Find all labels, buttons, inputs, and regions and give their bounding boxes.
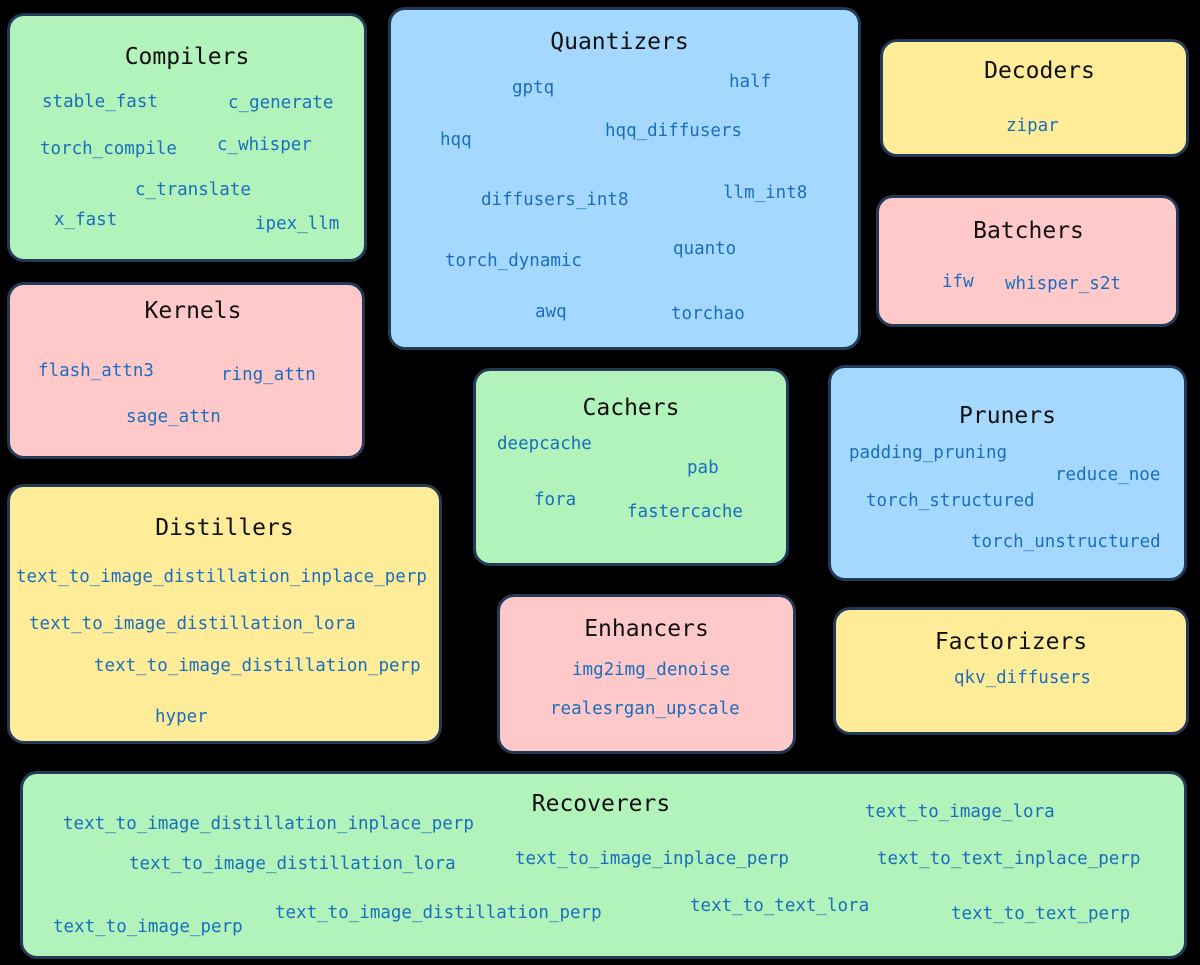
- group-title: Distillers: [155, 515, 294, 541]
- group-item: hqq_diffusers: [605, 121, 742, 141]
- group-item: img2img_denoise: [572, 660, 731, 680]
- group-item: deepcache: [497, 434, 592, 454]
- group-item: realesrgan_upscale: [550, 699, 740, 719]
- group-item: text_to_text_lora: [690, 896, 870, 916]
- group-item: text_to_image_perp: [53, 917, 243, 937]
- group-recoverers: Recoverers text_to_image_distillation_in…: [21, 772, 1186, 958]
- group-pruners: Pruners padding_pruning reduce_noe torch…: [829, 366, 1186, 580]
- group-batchers: Batchers ifw whisper_s2t: [877, 196, 1178, 326]
- group-distillers: Distillers text_to_image_distillation_in…: [8, 485, 441, 743]
- group-item: hyper: [155, 707, 208, 727]
- group-item: c_whisper: [217, 135, 312, 155]
- group-title: Kernels: [144, 298, 242, 324]
- group-item: torch_structured: [866, 491, 1035, 511]
- group-title: Enhancers: [584, 616, 709, 642]
- group-item: diffusers_int8: [481, 190, 629, 210]
- group-enhancers: Enhancers img2img_denoise realesrgan_ups…: [498, 595, 795, 753]
- group-item: text_to_image_lora: [865, 802, 1055, 822]
- group-item: text_to_text_inplace_perp: [877, 849, 1141, 869]
- group-item: x_fast: [54, 210, 118, 230]
- group-item: text_to_image_distillation_inplace_perp: [16, 567, 427, 587]
- group-item: sage_attn: [126, 407, 221, 427]
- group-item: c_generate: [228, 93, 334, 113]
- group-title: Quantizers: [550, 29, 689, 55]
- group-item: torch_unstructured: [971, 532, 1161, 552]
- group-item: awq: [535, 302, 567, 322]
- group-title: Pruners: [959, 403, 1056, 429]
- group-title: Decoders: [984, 58, 1095, 84]
- group-item: half: [729, 72, 772, 92]
- group-item: gptq: [512, 78, 555, 98]
- group-item: stable_fast: [42, 92, 158, 112]
- group-item: torch_dynamic: [445, 251, 582, 271]
- group-title: Recoverers: [531, 791, 671, 817]
- group-kernels: Kernels flash_attn3 ring_attn sage_attn: [8, 283, 364, 458]
- group-factorizers: Factorizers qkv_diffusers: [834, 608, 1188, 734]
- group-item: text_to_text_perp: [951, 904, 1131, 924]
- group-item: whisper_s2t: [1005, 274, 1121, 294]
- group-item: flash_attn3: [38, 361, 154, 381]
- group-item: fastercache: [627, 502, 743, 522]
- group-cachers: Cachers deepcache pab fora fastercache: [474, 369, 788, 565]
- group-item: ring_attn: [221, 365, 316, 385]
- group-item: reduce_noe: [1055, 465, 1161, 485]
- group-item: text_to_image_inplace_perp: [515, 849, 789, 869]
- group-item: pab: [687, 458, 719, 478]
- group-item: ipex_llm: [255, 214, 340, 234]
- group-title: Compilers: [124, 44, 250, 70]
- group-item: fora: [534, 490, 577, 510]
- group-item: torchao: [671, 304, 745, 324]
- group-quantizers: Quantizers gptq half hqq hqq_diffusers d…: [389, 8, 860, 349]
- group-item: hqq: [440, 130, 472, 150]
- group-decoders: Decoders zipar: [881, 40, 1188, 156]
- group-item: llm_int8: [723, 183, 808, 203]
- group-item: quanto: [673, 239, 737, 259]
- group-item: text_to_image_distillation_lora: [129, 854, 456, 874]
- group-item: ifw: [942, 272, 974, 292]
- group-item: text_to_image_distillation_perp: [275, 903, 602, 923]
- group-title: Cachers: [582, 395, 680, 421]
- group-item: torch_compile: [40, 139, 177, 159]
- group-item: zipar: [1006, 116, 1059, 136]
- group-title: Batchers: [973, 218, 1084, 244]
- group-item: c_translate: [135, 180, 251, 200]
- group-title: Factorizers: [934, 629, 1088, 655]
- group-item: text_to_image_distillation_perp: [94, 656, 421, 676]
- group-item: text_to_image_distillation_inplace_perp: [63, 814, 474, 834]
- group-item: text_to_image_distillation_lora: [29, 614, 356, 634]
- group-item: qkv_diffusers: [954, 668, 1091, 688]
- group-compilers: Compilers stable_fast c_generate torch_c…: [8, 14, 366, 261]
- group-item: padding_pruning: [849, 443, 1008, 463]
